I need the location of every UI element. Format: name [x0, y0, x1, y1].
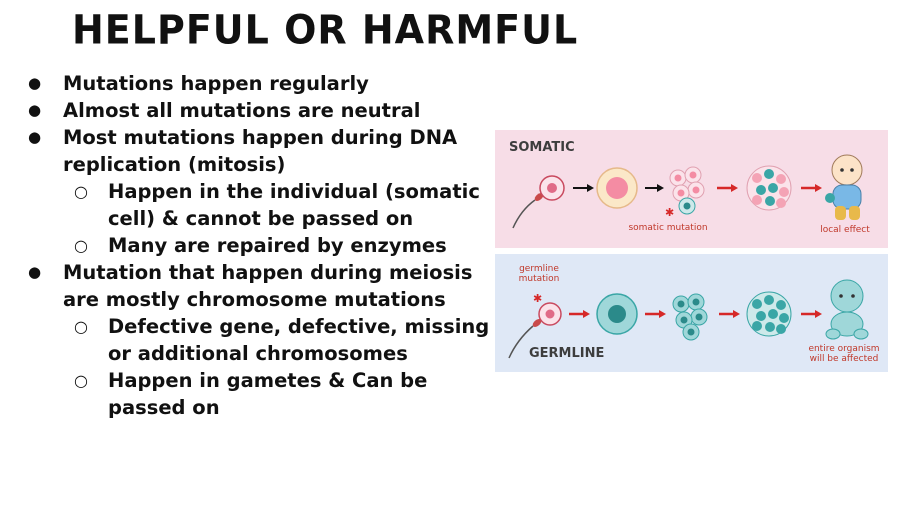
sub-bullet-marker: ○: [74, 317, 88, 336]
somatic-panel: SOMATIC somatic mutation local effect: [495, 130, 888, 248]
mutation-diagram: SOMATIC somatic mutation local effect: [495, 130, 888, 372]
sperm-icon: [532, 319, 542, 327]
baby-icon: [825, 154, 863, 220]
sperm-icon: [534, 193, 544, 201]
bullet-list: ● Mutations happen regularly ● Almost all …: [28, 70, 498, 421]
somatic-illustration: ✱: [512, 154, 863, 229]
sub-bullet-marker: ○: [74, 182, 88, 201]
bullet-text: Happen in the individual (somatic cell) …: [108, 180, 480, 230]
somatic-mutation-label: somatic mutation: [628, 223, 708, 233]
bullet-marker: ●: [28, 101, 42, 119]
sub-bullet-item: ○ Defective gene, defective, missing or a…: [28, 313, 498, 367]
bullet-text: Mutations happen regularly: [63, 72, 369, 95]
zygote-nucleus-icon: [606, 177, 628, 199]
bullet-item: ● Most mutations happen during DNA replic…: [28, 124, 498, 178]
cell-cluster-icon: [672, 293, 708, 341]
entire-organism-label: entire organism will be affected: [808, 344, 880, 364]
sub-bullet-item: ○ Many are repaired by enzymes: [28, 232, 498, 259]
cell-mass-icon: [746, 165, 792, 211]
baby-icon: [825, 279, 869, 340]
sperm-tail-icon: [512, 199, 536, 229]
arrow-head-icon: [587, 184, 594, 192]
bullet-marker: ●: [28, 74, 42, 92]
somatic-label: SOMATIC: [509, 140, 575, 155]
bullet-text: Defective gene, defective, missing or ad…: [108, 315, 490, 365]
nucleus-icon: [547, 183, 557, 193]
sub-bullet-marker: ○: [74, 236, 88, 255]
bullet-item: ● Mutation that happen during meiosis are…: [28, 259, 498, 313]
slide-title: Helpful or Harmful: [72, 6, 579, 54]
sub-bullet-item: ○ Happen in gametes & Can be passed on: [28, 367, 498, 421]
bullet-text: Almost all mutations are neutral: [63, 99, 421, 122]
bullet-text: Many are repaired by enzymes: [108, 234, 447, 257]
bullet-marker: ●: [28, 128, 42, 146]
bullet-text: Mutation that happen during meiosis are …: [63, 261, 473, 311]
cell-mass-icon: [746, 291, 792, 337]
germline-label: GERMLINE: [529, 346, 605, 361]
bullet-text: Most mutations happen during DNA replica…: [63, 126, 458, 176]
germline-mutation-label: germline mutation: [518, 264, 560, 284]
bullet-item: ● Almost all mutations are neutral: [28, 97, 498, 124]
bullet-marker: ●: [28, 263, 42, 281]
sub-bullet-marker: ○: [74, 371, 88, 390]
germline-panel: GERMLINE germline mutation entire organi…: [495, 254, 888, 372]
bullet-item: ● Mutations happen regularly: [28, 70, 498, 97]
sub-bullet-item: ○ Happen in the individual (somatic cell)…: [28, 178, 498, 232]
local-effect-label: local effect: [820, 225, 870, 235]
germline-illustration: ✱: [508, 279, 869, 359]
bullet-text: Happen in gametes & Can be passed on: [108, 369, 428, 419]
mutation-star-icon: ✱: [665, 206, 674, 219]
mutation-star-icon: ✱: [533, 292, 542, 305]
